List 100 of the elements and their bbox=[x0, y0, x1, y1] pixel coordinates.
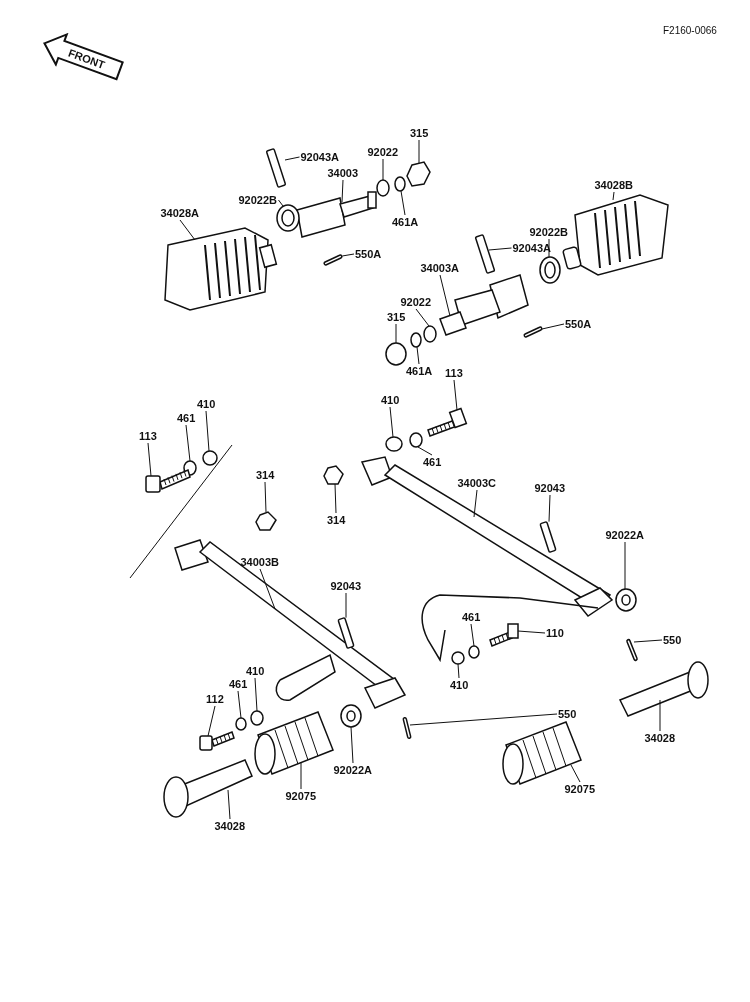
callout-number: 315 bbox=[410, 127, 429, 139]
callout-number: 410 bbox=[246, 665, 265, 677]
leader-line bbox=[259, 568, 276, 610]
callout-number: 550A bbox=[355, 248, 382, 260]
callout-number: 92022B bbox=[238, 194, 278, 206]
leader-line bbox=[548, 494, 551, 523]
washer-drawing bbox=[376, 179, 390, 197]
washer-drawing bbox=[340, 704, 362, 728]
washer-drawing bbox=[235, 717, 247, 731]
callout-number: 34028B bbox=[594, 179, 634, 191]
callout-number: 92022A bbox=[605, 529, 645, 541]
callout-number: 92022A bbox=[333, 764, 373, 776]
pin-drawing bbox=[337, 616, 355, 650]
callout-number: 113 bbox=[139, 430, 157, 442]
callout-number: 92075 bbox=[285, 790, 317, 802]
bolt-drawing bbox=[427, 407, 468, 437]
bolt-drawing bbox=[489, 623, 519, 647]
washer-drawing bbox=[410, 332, 422, 348]
arm-drawing bbox=[174, 539, 407, 709]
pivot-pin-drawing bbox=[618, 661, 709, 717]
callout-number: 92043 bbox=[534, 482, 566, 494]
leader-line bbox=[612, 191, 615, 201]
leader-line bbox=[409, 713, 558, 726]
leader-line bbox=[237, 690, 242, 719]
callout-number: 34028A bbox=[160, 207, 200, 219]
washer-drawing bbox=[468, 645, 480, 659]
callout-number: 92043A bbox=[512, 242, 552, 254]
bolt-drawing bbox=[145, 468, 191, 493]
callout-number: 92043A bbox=[300, 151, 340, 163]
callout-number: 34028 bbox=[214, 820, 246, 832]
washer-drawing bbox=[423, 325, 437, 343]
washer-drawing bbox=[409, 432, 423, 448]
washer-drawing bbox=[451, 651, 465, 665]
callout-number: 92075 bbox=[564, 783, 596, 795]
nut-drawing bbox=[255, 511, 277, 531]
leader-line bbox=[473, 489, 478, 518]
callout-number: 34003A bbox=[420, 262, 460, 274]
callout-number: 461 bbox=[462, 611, 481, 623]
callout-number: 113 bbox=[445, 367, 463, 379]
leader-line bbox=[418, 139, 420, 164]
leader-line bbox=[439, 274, 451, 317]
leader-line bbox=[227, 789, 231, 820]
leader-line bbox=[659, 699, 661, 732]
leader-line bbox=[417, 446, 433, 456]
nut-drawing bbox=[323, 465, 344, 485]
callout-number: 34003C bbox=[457, 477, 497, 489]
leader-line bbox=[624, 541, 626, 590]
callout-number: 410 bbox=[197, 398, 216, 410]
washer-drawing bbox=[615, 588, 637, 612]
cotter-pin-drawing bbox=[402, 716, 412, 740]
leader-line bbox=[179, 219, 196, 241]
leader-line bbox=[416, 346, 420, 365]
leader-line bbox=[633, 639, 663, 643]
leader-line bbox=[389, 406, 394, 438]
leader-line bbox=[345, 592, 347, 619]
callout-number: 461A bbox=[406, 365, 433, 377]
leader-line bbox=[185, 424, 191, 462]
pin-drawing bbox=[539, 520, 557, 554]
leader-line bbox=[341, 179, 344, 203]
leader-line bbox=[284, 156, 300, 161]
washer-drawing bbox=[385, 436, 403, 452]
callout-number: 550 bbox=[663, 634, 682, 646]
callout-number: 461 bbox=[177, 412, 196, 424]
callout-number: 410 bbox=[450, 679, 469, 691]
pivot-pin-drawing bbox=[163, 759, 253, 818]
callout-number: 92043 bbox=[330, 580, 362, 592]
rubber-grip-drawing bbox=[254, 711, 334, 775]
leader-line bbox=[548, 238, 550, 258]
leader-line bbox=[400, 190, 406, 216]
callout-number: 314 bbox=[327, 514, 346, 526]
callout-number: 110 bbox=[546, 627, 564, 639]
callout-number: 92022B bbox=[529, 226, 569, 238]
leader-line bbox=[382, 158, 384, 181]
leader-line bbox=[300, 761, 302, 790]
callout-number: 410 bbox=[381, 394, 400, 406]
leader-line bbox=[457, 663, 460, 679]
callout-number: 550 bbox=[558, 708, 577, 720]
callout-number: 461 bbox=[229, 678, 248, 690]
leader-line bbox=[453, 379, 458, 411]
washer-drawing bbox=[394, 176, 406, 192]
washer-drawing bbox=[202, 450, 218, 466]
shaft-drawing bbox=[296, 191, 377, 238]
callout-number: 92022 bbox=[367, 146, 399, 158]
leader-line bbox=[147, 442, 152, 477]
callout-number: 92022 bbox=[400, 296, 432, 308]
leader-line bbox=[395, 323, 397, 344]
bolt-drawing bbox=[199, 731, 235, 751]
leader-line bbox=[341, 253, 355, 257]
washer-drawing bbox=[250, 710, 264, 726]
callout-number: 461A bbox=[392, 216, 419, 228]
rubber-grip-drawing bbox=[502, 721, 582, 785]
leader-line bbox=[470, 623, 475, 647]
callout-number: 314 bbox=[256, 469, 275, 481]
leader-line bbox=[254, 677, 258, 712]
leader-line bbox=[415, 308, 430, 327]
footpeg-drawing bbox=[164, 227, 278, 311]
nut-drawing bbox=[406, 161, 431, 187]
leader-line bbox=[205, 410, 210, 452]
washer-drawing bbox=[276, 204, 300, 232]
leader-line bbox=[264, 481, 267, 513]
